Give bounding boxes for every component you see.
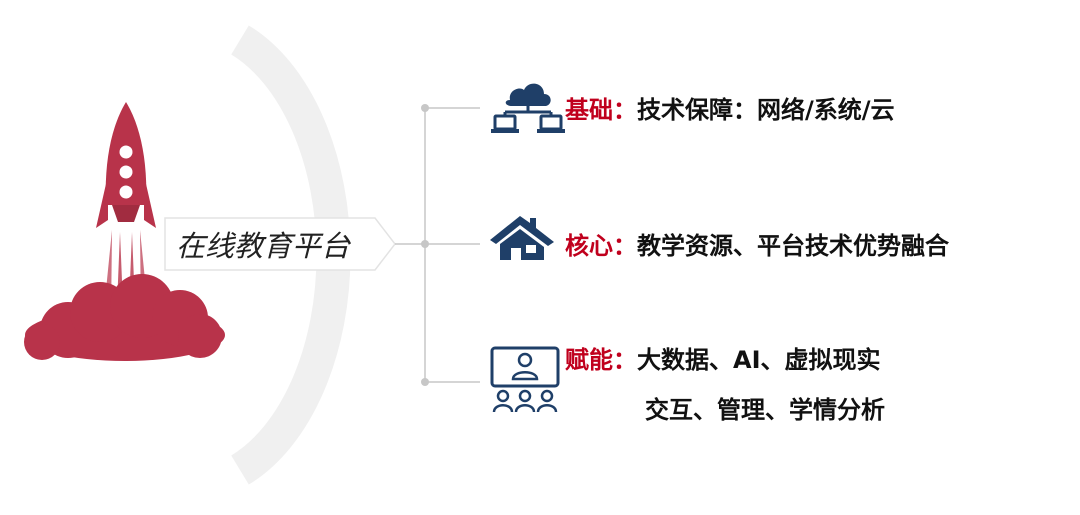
- branch-core-sep: ：: [613, 232, 637, 260]
- branch-core: 核心：教学资源、平台技术优势融合: [565, 230, 949, 262]
- branch-empower-text: 大数据、AI、虚拟现实: [637, 346, 881, 374]
- branch-core-key: 核心: [565, 232, 613, 260]
- network-icon: [491, 83, 565, 133]
- connector-dot-bottom: [421, 378, 429, 386]
- center-label: 在线教育平台: [176, 229, 351, 263]
- connector-lines: [395, 104, 480, 386]
- branch-foundation-key: 基础: [565, 96, 613, 124]
- center-callout-shape: [164, 217, 396, 271]
- branch-foundation: 基础：技术保障：网络/系统/云: [565, 94, 895, 126]
- connector-dot-mid: [421, 240, 429, 248]
- branch-core-text: 教学资源、平台技术优势融合: [637, 232, 949, 260]
- branch-empower-text-line2: 交互、管理、学情分析: [645, 396, 885, 424]
- branch-empower-sep: ：: [613, 346, 637, 374]
- branch-empower-key: 赋能: [565, 346, 613, 374]
- branch-foundation-text: 技术保障：网络/系统/云: [637, 96, 895, 124]
- branch-empower: 赋能：大数据、AI、虚拟现实: [565, 344, 881, 376]
- presenter-audience-icon: [490, 346, 560, 413]
- rocket-icon: [24, 102, 225, 361]
- connector-dot-top: [421, 104, 429, 112]
- house-icon: [490, 216, 554, 260]
- branch-foundation-sep: ：: [613, 96, 637, 124]
